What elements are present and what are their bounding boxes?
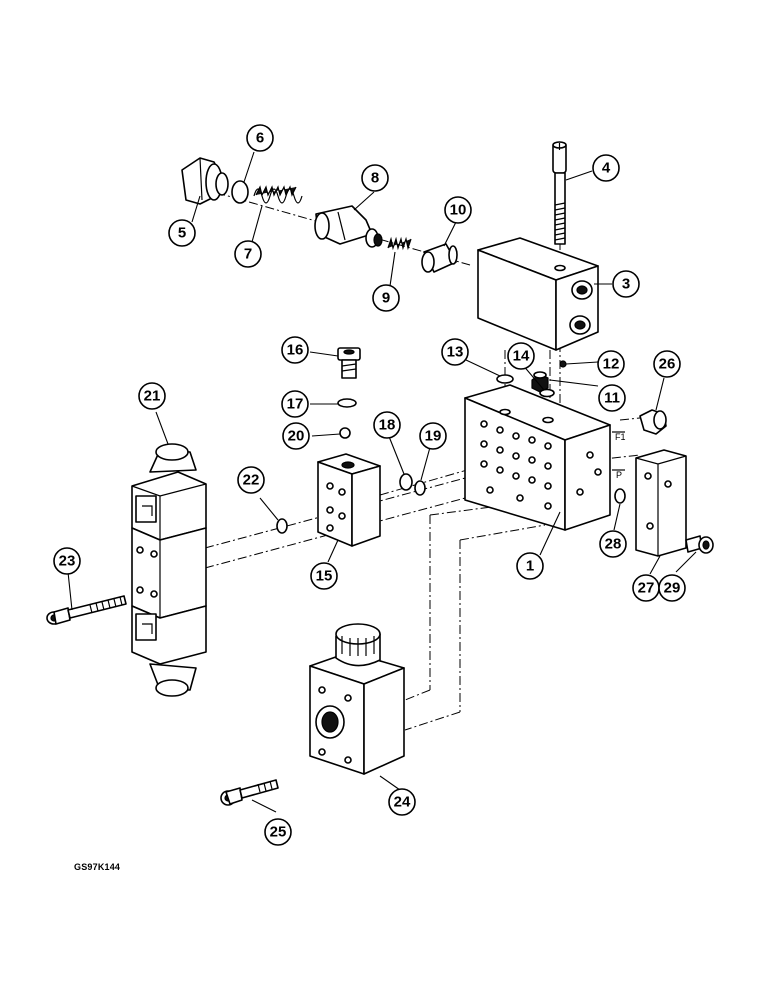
bolt-part-4 (552, 141, 567, 245)
callout-10: 10 (444, 196, 472, 224)
spring-part-9 (387, 236, 412, 251)
svg-text:29: 29 (664, 580, 681, 597)
svg-text:14: 14 (513, 348, 530, 365)
svg-text:27: 27 (638, 580, 655, 597)
svg-text:6: 6 (256, 130, 264, 147)
callout-9: 9 (372, 284, 400, 312)
callout-12: 12 (597, 350, 625, 378)
solenoid-valve-part-21 (131, 443, 207, 697)
svg-text:13: 13 (447, 344, 464, 361)
callout-19: 19 (419, 422, 447, 450)
callout-28: 28 (599, 530, 627, 558)
ball-part-12 (559, 360, 567, 368)
o-ring-part-28 (614, 488, 626, 504)
callout-1: 1 (516, 552, 544, 580)
spring-part-7 (253, 185, 303, 204)
svg-text:19: 19 (425, 428, 442, 445)
callouts: 1 3 4 5 6 7 8 9 10 11 12 13 14 15 16 17 … (53, 124, 686, 846)
o-ring-part-17 (337, 398, 357, 408)
plug-part-26 (639, 409, 667, 435)
svg-text:9: 9 (382, 290, 390, 307)
svg-text:3: 3 (622, 276, 630, 293)
svg-text:20: 20 (288, 428, 305, 445)
svg-text:1: 1 (526, 558, 534, 575)
valve-block-part-3 (477, 237, 599, 351)
spacer-block-part-15 (317, 453, 381, 547)
svg-text:18: 18 (379, 417, 396, 434)
svg-text:11: 11 (604, 390, 620, 407)
callout-15: 15 (310, 562, 338, 590)
o-ring-part-13 (496, 374, 514, 384)
callout-4: 4 (592, 154, 620, 182)
o-ring-part-22 (276, 518, 288, 534)
svg-text:24: 24 (394, 794, 411, 811)
manifold-body-part-1 (464, 384, 611, 531)
callout-21: 21 (138, 382, 166, 410)
svg-text:17: 17 (287, 396, 304, 413)
svg-text:22: 22 (243, 472, 260, 489)
callout-27: 27 (632, 574, 660, 602)
spool-part-8 (314, 205, 383, 248)
svg-text:4: 4 (602, 160, 611, 177)
screw-part-29 (685, 535, 714, 554)
callout-24: 24 (388, 788, 416, 816)
cover-plate-part-27 (635, 449, 687, 557)
svg-text:28: 28 (605, 536, 622, 553)
svg-text:15: 15 (316, 568, 333, 585)
plug-part-5 (181, 157, 229, 205)
svg-text:12: 12 (603, 356, 620, 373)
svg-text:21: 21 (144, 388, 161, 405)
svg-text:16: 16 (287, 342, 304, 359)
callout-5: 5 (168, 219, 196, 247)
callout-14: 14 (507, 342, 535, 370)
figure-code: GS97K144 (74, 862, 121, 872)
callout-8: 8 (361, 164, 389, 192)
callout-3: 3 (612, 270, 640, 298)
screw-part-25 (220, 779, 279, 806)
o-ring-part-6 (231, 180, 249, 204)
callout-13: 13 (441, 338, 469, 366)
svg-text:25: 25 (270, 824, 287, 841)
ball-part-20 (339, 427, 351, 439)
callout-26: 26 (653, 350, 681, 378)
callout-29: 29 (658, 574, 686, 602)
callout-17: 17 (281, 390, 309, 418)
port-label-p: P (616, 470, 622, 480)
callout-11: 11 (598, 384, 626, 412)
callout-leaders (67, 151, 697, 813)
svg-text:5: 5 (178, 225, 186, 242)
callout-18: 18 (373, 411, 401, 439)
callout-20: 20 (282, 422, 310, 450)
callout-6: 6 (246, 124, 274, 152)
plug-part-11 (531, 371, 549, 393)
piston-part-10 (421, 243, 458, 273)
svg-text:23: 23 (59, 553, 76, 570)
o-ring-part-18 (399, 473, 413, 491)
callout-22: 22 (237, 466, 265, 494)
o-ring-part-19 (414, 480, 426, 496)
svg-text:10: 10 (450, 202, 467, 219)
svg-text:26: 26 (659, 356, 676, 373)
callout-16: 16 (281, 336, 309, 364)
svg-text:7: 7 (244, 246, 252, 263)
cartridge-valve-part-24 (309, 623, 405, 775)
svg-text:8: 8 (371, 170, 379, 187)
callout-7: 7 (234, 240, 262, 268)
port-label-f1: F1 (615, 432, 626, 442)
callout-25: 25 (264, 818, 292, 846)
o-ring-part-14 (539, 388, 555, 398)
plug-part-16 (337, 347, 361, 379)
screw-part-23 (46, 595, 127, 625)
callout-23: 23 (53, 547, 81, 575)
